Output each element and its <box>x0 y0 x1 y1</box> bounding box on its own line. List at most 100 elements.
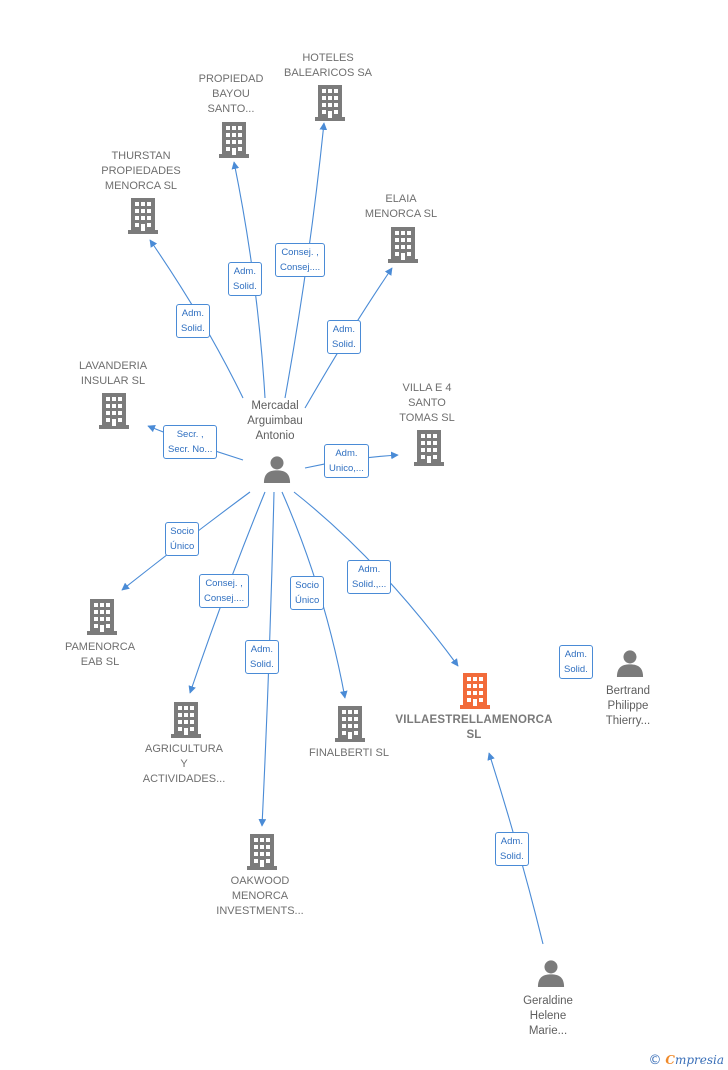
label-line: FINALBERTI SL <box>309 747 389 759</box>
highlighted-company-label[interactable]: VILLAESTRELLAMENORCA SL <box>395 713 552 743</box>
label-line: Arguimbau <box>247 415 303 427</box>
building-icon <box>128 198 158 234</box>
label-line: MENORCA <box>231 890 289 902</box>
label-line: TOMAS SL <box>399 412 455 424</box>
label-line: MENORCA SL <box>104 180 178 192</box>
label-line: INSULAR SL <box>80 375 146 387</box>
person-icon <box>537 960 565 987</box>
relation-line: Solid. <box>332 339 356 350</box>
company-node-label[interactable]: VILLA E 4 SANTO TOMAS SL <box>399 381 454 426</box>
building-icon <box>460 673 490 709</box>
label-line: PROPIEDAD <box>198 73 264 85</box>
relation-line: Único <box>295 595 320 606</box>
building-icon <box>414 430 444 466</box>
relation-badge[interactable]: Socio Único <box>290 576 325 610</box>
relation-line: Consej.... <box>204 593 245 604</box>
relation-line: Adm. <box>335 448 358 459</box>
label-line: Helene <box>529 1010 567 1022</box>
label-line: BAYOU <box>212 88 250 100</box>
relation-line: Consej. , <box>281 247 319 258</box>
label-line: ELAIA <box>385 193 417 205</box>
relation-line: Adm. <box>358 564 381 575</box>
relation-badge[interactable]: Adm. Solid. <box>495 832 529 866</box>
relation-line: Consej. , <box>205 578 243 589</box>
relation-line: Adm. <box>233 266 256 277</box>
label-line: SL <box>466 729 482 741</box>
company-node-label[interactable]: HOTELES BALEARICOS SA <box>284 51 372 81</box>
label-line: Mercadal <box>251 400 299 412</box>
label-line: HOTELES <box>302 52 354 64</box>
relation-line: Adm. <box>332 324 355 335</box>
brand-initial: C <box>665 1053 675 1067</box>
label-line: Antonio <box>255 430 295 442</box>
person-icon <box>616 650 644 677</box>
label-line: THURSTAN <box>111 150 171 162</box>
building-icon <box>315 85 345 121</box>
relation-line: Unico,... <box>329 463 364 474</box>
label-line: Y <box>180 758 188 770</box>
label-line: OAKWOOD <box>230 875 290 887</box>
label-line: INVESTMENTS... <box>216 905 304 917</box>
label-line: VILLAESTRELLAMENORCA <box>395 714 553 726</box>
label-line: AGRICULTURA <box>144 743 224 755</box>
relation-line: Adm. <box>250 644 273 655</box>
person-icon <box>263 456 291 483</box>
label-line: Bertrand <box>605 685 651 697</box>
relation-badge[interactable]: Adm. Solid. <box>327 320 361 354</box>
building-icon <box>388 227 418 263</box>
label-line: Thierry... <box>605 715 651 727</box>
person-node-label[interactable]: Mercadal Arguimbau Antonio <box>247 399 303 444</box>
company-node-label[interactable]: THURSTAN PROPIEDADES MENORCA SL <box>101 149 180 194</box>
relation-line: Socio <box>295 580 320 591</box>
brand-watermark[interactable]: © Cmpresia <box>649 1053 724 1068</box>
relation-line: Solid.,... <box>352 579 387 590</box>
relation-badge[interactable]: Adm. Solid.,... <box>347 560 392 594</box>
relation-line: Solid. <box>250 659 274 670</box>
relation-line: Consej.... <box>280 262 321 273</box>
company-node-label[interactable]: OAKWOOD MENORCA INVESTMENTS... <box>216 874 303 919</box>
relation-line: Solid. <box>500 851 524 862</box>
brand-name: mpresia <box>674 1053 724 1067</box>
person-node-label[interactable]: Geraldine Helene Marie... <box>523 994 573 1039</box>
company-node-label[interactable]: ELAIA MENORCA SL <box>365 192 437 222</box>
person-node-label[interactable]: Bertrand Philippe Thierry... <box>606 684 651 729</box>
relation-badge[interactable]: Secr. , Secr. No... <box>163 425 218 459</box>
building-icon <box>99 393 129 429</box>
label-line: SANTO... <box>207 103 255 115</box>
relation-badge[interactable]: Adm. Solid. <box>245 640 279 674</box>
company-node-label[interactable]: PROPIEDAD BAYOU SANTO... <box>199 72 264 117</box>
relation-badge[interactable]: Adm. Solid. <box>559 645 593 679</box>
building-icon <box>247 834 277 870</box>
relation-line: Adm. <box>181 308 204 319</box>
label-line: SANTO <box>408 397 446 409</box>
relation-line: Adm. <box>564 649 587 660</box>
relation-line: Secr. No... <box>168 444 213 455</box>
relation-badge[interactable]: Adm. Unico,... <box>324 444 369 478</box>
company-node-label[interactable]: AGRICULTURA Y ACTIVIDADES... <box>143 742 226 787</box>
label-line: LAVANDERIA <box>78 360 148 372</box>
relation-line: Solid. <box>564 664 588 675</box>
relation-badge[interactable]: Adm. Solid. <box>176 304 210 338</box>
relation-badge[interactable]: Socio Único <box>165 522 200 556</box>
company-node-label[interactable]: LAVANDERIA INSULAR SL <box>79 359 147 389</box>
relation-line: Adm. <box>500 836 523 847</box>
company-node-label[interactable]: PAMENORCA EAB SL <box>65 640 135 670</box>
label-line: EAB SL <box>80 656 120 668</box>
company-node-label[interactable]: FINALBERTI SL <box>309 746 389 761</box>
relation-line: Solid. <box>181 323 205 334</box>
label-line: MENORCA SL <box>364 208 438 220</box>
building-icon <box>171 702 201 738</box>
label-line: ACTIVIDADES... <box>142 773 226 785</box>
building-icon <box>219 122 249 158</box>
label-line: VILLA E 4 <box>402 382 452 394</box>
relation-badge[interactable]: Adm. Solid. <box>228 262 262 296</box>
label-line: Philippe <box>607 700 649 712</box>
label-line: Geraldine <box>523 995 573 1007</box>
label-line: PAMENORCA <box>64 641 136 653</box>
relation-line: Solid. <box>233 281 257 292</box>
relation-line: Secr. , <box>176 429 204 440</box>
copyright-symbol: © <box>648 1053 662 1068</box>
relation-badge[interactable]: Consej. , Consej.... <box>199 574 250 608</box>
label-line: Marie... <box>528 1025 568 1037</box>
relation-badge[interactable]: Consej. , Consej.... <box>275 243 326 277</box>
